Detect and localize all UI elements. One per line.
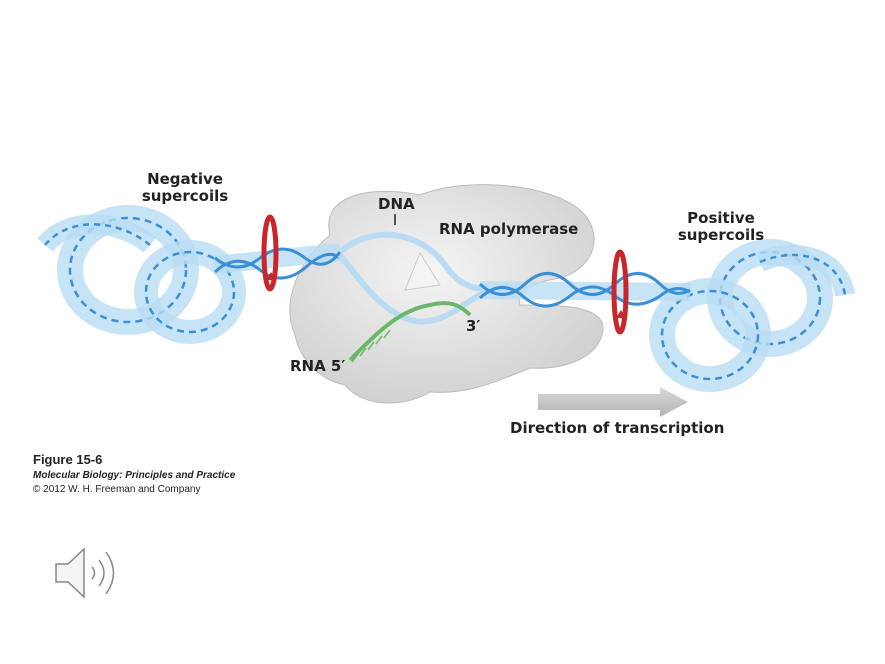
dna-nontemplate-strand xyxy=(337,253,487,325)
label-three-prime: 3′ xyxy=(466,317,481,335)
label-dna: DNA xyxy=(378,195,415,213)
label-rna-polymerase: RNA polymerase xyxy=(439,220,579,238)
caption-figure: Figure 15-6 xyxy=(33,452,103,467)
dna-duplex-right xyxy=(478,272,691,308)
swivel-right-icon xyxy=(611,249,629,335)
label-negative-line2: supercoils xyxy=(141,187,229,206)
label-direction: Direction of transcription xyxy=(510,419,725,437)
label-negative-line1: Negative xyxy=(147,170,223,188)
label-positive-line2: supercoils xyxy=(677,226,765,245)
positive-supercoils-dna xyxy=(649,239,855,392)
caption-copyright: © 2012 W. H. Freeman and Company xyxy=(33,484,201,495)
rna-bases xyxy=(351,329,391,363)
polymerase-active-site xyxy=(404,251,441,291)
rna-strand xyxy=(348,301,472,362)
dna-template-strand xyxy=(337,231,486,292)
direction-arrow-icon xyxy=(538,387,688,417)
label-positive-line1: Positive xyxy=(687,209,755,227)
label-negative-supercoils: Negative supercoils xyxy=(130,170,240,206)
negative-supercoils-dna xyxy=(37,205,246,344)
swivel-left-icon xyxy=(261,214,279,292)
caption-book: Molecular Biology: Principles and Practi… xyxy=(33,470,236,481)
label-rna-five-prime: RNA 5′ xyxy=(290,357,346,375)
label-positive-supercoils: Positive supercoils xyxy=(666,209,776,245)
speaker-icon[interactable] xyxy=(54,545,126,601)
